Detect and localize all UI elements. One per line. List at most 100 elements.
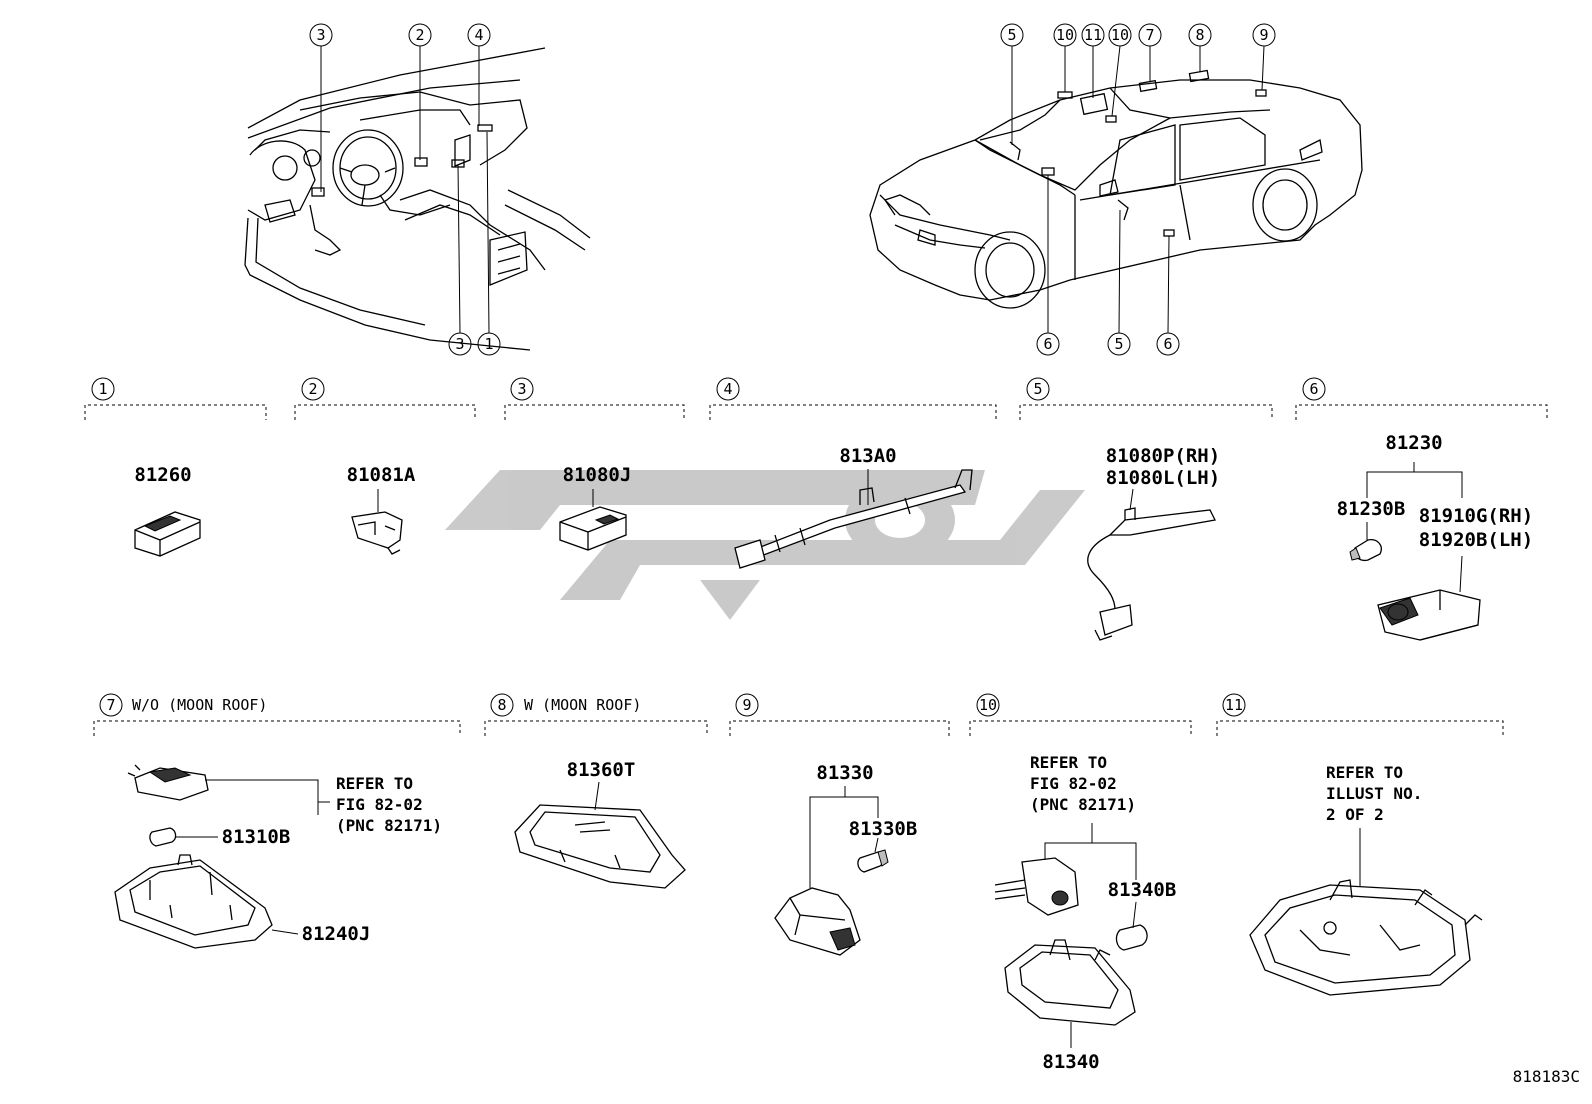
part-813a0: 813A0 bbox=[839, 445, 896, 467]
section-9-header: 9 bbox=[735, 693, 759, 717]
part-81910g-rh: 81910G(RH) bbox=[1419, 505, 1533, 527]
svg-text:2: 2 bbox=[308, 380, 317, 398]
svg-text:5: 5 bbox=[1033, 380, 1042, 398]
svg-text:10: 10 bbox=[1056, 26, 1074, 44]
section-2-header: 2 bbox=[301, 377, 325, 401]
part-81080l-lh: 81080L(LH) bbox=[1106, 467, 1220, 489]
svg-text:3: 3 bbox=[316, 26, 325, 44]
callout-6: 6 bbox=[1036, 332, 1060, 356]
part-81080j: 81080J bbox=[563, 464, 632, 486]
svg-text:7: 7 bbox=[1145, 26, 1154, 44]
svg-text:6: 6 bbox=[1043, 335, 1052, 353]
part-number-labels: 81260 81081A 81080J 813A0 81080P(RH) 810… bbox=[134, 432, 1533, 1073]
svg-text:3: 3 bbox=[455, 335, 464, 353]
svg-text:FIG 82-02: FIG 82-02 bbox=[1030, 774, 1117, 793]
svg-text:11: 11 bbox=[1084, 26, 1102, 44]
diagram-code: 818183C bbox=[1513, 1067, 1580, 1086]
svg-text:1: 1 bbox=[484, 335, 493, 353]
callout-10: 10 bbox=[1053, 23, 1077, 47]
vehicle-callouts: 5 10 11 10 7 8 9 6 5 6 bbox=[1000, 23, 1276, 356]
callout-5: 5 bbox=[1107, 332, 1131, 356]
section-11-refer-note: REFER TO ILLUST NO. 2 OF 2 bbox=[1326, 763, 1422, 824]
part-81260: 81260 bbox=[134, 464, 191, 486]
svg-text:11: 11 bbox=[1225, 696, 1243, 714]
svg-text:4: 4 bbox=[723, 380, 732, 398]
svg-text:5: 5 bbox=[1007, 26, 1016, 44]
part-overhead-console-drawing bbox=[1249, 879, 1483, 996]
vehicle-overview-illustration bbox=[869, 69, 1363, 309]
svg-text:9: 9 bbox=[742, 696, 751, 714]
svg-text:3: 3 bbox=[517, 380, 526, 398]
part-81080p-rh: 81080P(RH) bbox=[1106, 445, 1220, 467]
part-81260-drawing bbox=[134, 511, 201, 557]
svg-text:REFER TO: REFER TO bbox=[336, 774, 413, 793]
part-81310b-connector-drawing bbox=[127, 764, 209, 801]
callout-3: 3 bbox=[448, 332, 472, 356]
section-brackets bbox=[84, 404, 1548, 736]
callout-5: 5 bbox=[1000, 23, 1024, 47]
part-81081a-drawing bbox=[351, 511, 403, 555]
svg-text:8: 8 bbox=[1195, 26, 1204, 44]
part-81360t: 81360T bbox=[567, 759, 636, 781]
interior-callout-leaders bbox=[320, 46, 490, 334]
part-socket-drawing bbox=[994, 857, 1079, 916]
svg-text:(PNC 82171): (PNC 82171) bbox=[1030, 795, 1136, 814]
svg-text:7: 7 bbox=[106, 696, 115, 714]
part-81310b-bulb-drawing bbox=[149, 827, 177, 847]
part-81240j-drawing bbox=[114, 854, 273, 949]
svg-text:6: 6 bbox=[1309, 380, 1318, 398]
svg-text:FIG 82-02: FIG 82-02 bbox=[336, 795, 423, 814]
callout-11: 11 bbox=[1081, 23, 1105, 47]
part-81330-drawing bbox=[774, 887, 861, 956]
part-81340: 81340 bbox=[1042, 1051, 1099, 1073]
svg-text:10: 10 bbox=[1111, 26, 1129, 44]
section-11-header: 11 bbox=[1222, 693, 1246, 717]
section-6-header: 6 bbox=[1302, 377, 1326, 401]
part-81230: 81230 bbox=[1385, 432, 1442, 454]
interior-callouts: 3 2 4 3 1 bbox=[309, 23, 501, 356]
section-8-title: W (MOON ROOF) bbox=[524, 696, 641, 714]
callout-1: 1 bbox=[477, 332, 501, 356]
part-81330: 81330 bbox=[816, 762, 873, 784]
part-81340b: 81340B bbox=[1108, 879, 1177, 901]
callout-2: 2 bbox=[408, 23, 432, 47]
svg-text:6: 6 bbox=[1163, 335, 1172, 353]
callout-10: 10 bbox=[1108, 23, 1132, 47]
section-1-header: 1 bbox=[91, 377, 115, 401]
part-81920b-lh: 81920B(LH) bbox=[1419, 529, 1533, 551]
part-81330b: 81330B bbox=[849, 818, 918, 840]
part-81340b-bulb-drawing bbox=[1115, 924, 1148, 951]
svg-text:(PNC 82171): (PNC 82171) bbox=[336, 816, 442, 835]
callout-3: 3 bbox=[309, 23, 333, 47]
svg-text:9: 9 bbox=[1259, 26, 1268, 44]
callout-6: 6 bbox=[1156, 332, 1180, 356]
section-5-header: 5 bbox=[1026, 377, 1050, 401]
svg-text:4: 4 bbox=[474, 26, 483, 44]
callout-4: 4 bbox=[467, 23, 491, 47]
svg-text:10: 10 bbox=[979, 696, 997, 714]
part-81360t-drawing bbox=[514, 804, 686, 889]
part-81330b-bulb-drawing bbox=[857, 849, 889, 873]
svg-text:1: 1 bbox=[98, 380, 107, 398]
part-leaders bbox=[175, 462, 1463, 1048]
section-7-refer-note: REFER TO FIG 82-02 (PNC 82171) bbox=[336, 774, 442, 835]
section-10-refer-note: REFER TO FIG 82-02 (PNC 82171) bbox=[1030, 753, 1136, 814]
svg-text:REFER TO: REFER TO bbox=[1326, 763, 1403, 782]
section-7-header: 7 W/O (MOON ROOF) bbox=[99, 693, 267, 717]
svg-text:ILLUST NO.: ILLUST NO. bbox=[1326, 784, 1422, 803]
part-81081a: 81081A bbox=[347, 464, 416, 486]
section-4-header: 4 bbox=[716, 377, 740, 401]
part-81230b: 81230B bbox=[1337, 498, 1406, 520]
svg-text:REFER TO: REFER TO bbox=[1030, 753, 1107, 772]
vehicle-callout-leaders bbox=[1011, 45, 1265, 334]
interior-overview-illustration bbox=[244, 47, 591, 351]
part-81080p-drawing bbox=[1087, 507, 1216, 641]
section-10-header: 10 bbox=[976, 693, 1000, 717]
section-7-title: W/O (MOON ROOF) bbox=[132, 696, 267, 714]
part-81240j: 81240J bbox=[302, 923, 371, 945]
part-81910g-drawing bbox=[1377, 589, 1481, 641]
